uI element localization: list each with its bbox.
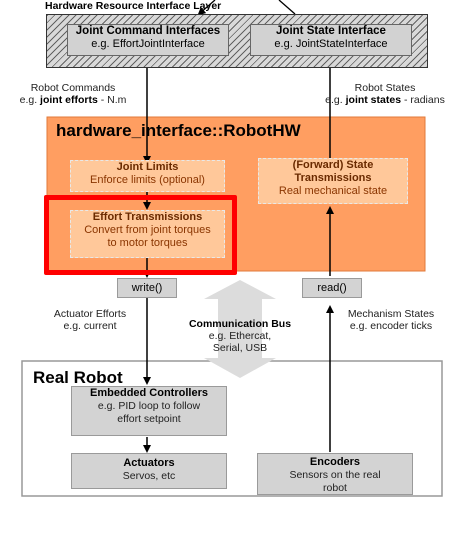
embedded-sub: e.g. PID loop to follow effort setpoint: [97, 400, 201, 425]
robot-states-line1: Robot States: [354, 82, 416, 94]
robothw-title: hardware_interface::RobotHW: [56, 121, 301, 140]
joint-command-sub: e.g. EffortJointInterface: [91, 38, 205, 50]
joint-state-title: Joint State Interface: [276, 25, 386, 37]
joint-state-sub: e.g. JointStateInterface: [274, 38, 388, 50]
robot-states-line2: e.g. joint states - radians: [325, 94, 445, 106]
encoders-box: Encoders Sensors on the real robot: [257, 453, 413, 495]
comm-bus-label: Communication Bus e.g. Ethercat, Serial,…: [170, 318, 310, 354]
actuators-sub: Servos, etc: [122, 470, 176, 482]
effort-transmissions-title: Effort Transmissions: [92, 211, 203, 223]
encoders-sub: Sensors on the real robot: [289, 469, 381, 494]
real-robot-title: Real Robot: [33, 368, 123, 387]
comm-bus-title: Communication Bus: [188, 318, 292, 330]
actuator-efforts-line1: Actuator Efforts: [53, 308, 127, 320]
joint-command-interfaces-box: Joint Command Interfaces e.g. EffortJoin…: [67, 24, 229, 56]
write-box: write(): [117, 278, 177, 298]
embedded-controllers-box: Embedded Controllers e.g. PID loop to fo…: [71, 386, 227, 436]
state-transmissions-title: (Forward) State Transmissions: [292, 159, 374, 184]
joint-limits-box: Joint Limits Enforce limits (optional): [70, 160, 225, 192]
highlight-rectangle: [44, 195, 237, 275]
hw-layer-label: Hardware Resource Interface Layer: [45, 0, 222, 12]
embedded-title: Embedded Controllers: [90, 387, 208, 399]
actuators-title: Actuators: [123, 457, 175, 469]
actuator-efforts-label: Actuator Efforts e.g. current: [40, 308, 140, 332]
robot-commands-line1: Robot Commands: [30, 82, 116, 94]
joint-limits-title: Joint Limits: [116, 161, 179, 173]
effort-transmissions-box: Effort Transmissions Convert from joint …: [70, 210, 225, 258]
robot-commands-label: Robot Commands e.g. joint efforts - N.m: [0, 82, 146, 106]
state-transmissions-sub: Real mechanical state: [278, 185, 388, 197]
robot-states-label: Robot States e.g. joint states - radians: [300, 82, 470, 106]
joint-command-title: Joint Command Interfaces: [75, 25, 221, 37]
robot-commands-line2: e.g. joint efforts - N.m: [19, 94, 127, 106]
mechanism-states-label: Mechanism States e.g. encoder ticks: [336, 308, 446, 332]
encoders-title: Encoders: [309, 456, 361, 468]
actuator-efforts-line2: e.g. current: [63, 320, 117, 332]
effort-transmissions-sub: Convert from joint torques to motor torq…: [84, 224, 211, 249]
mechanism-states-line2: e.g. encoder ticks: [349, 320, 433, 332]
state-transmissions-box: (Forward) State Transmissions Real mecha…: [258, 158, 408, 204]
read-box: read(): [302, 278, 362, 298]
comm-bus-arrow: [204, 280, 276, 378]
actuators-box: Actuators Servos, etc: [71, 453, 227, 489]
joint-state-interface-box: Joint State Interface e.g. JointStateInt…: [250, 24, 412, 56]
comm-bus-sub: e.g. Ethercat, Serial, USB: [208, 330, 272, 354]
joint-limits-sub: Enforce limits (optional): [90, 174, 205, 186]
mechanism-states-line1: Mechanism States: [347, 308, 435, 320]
